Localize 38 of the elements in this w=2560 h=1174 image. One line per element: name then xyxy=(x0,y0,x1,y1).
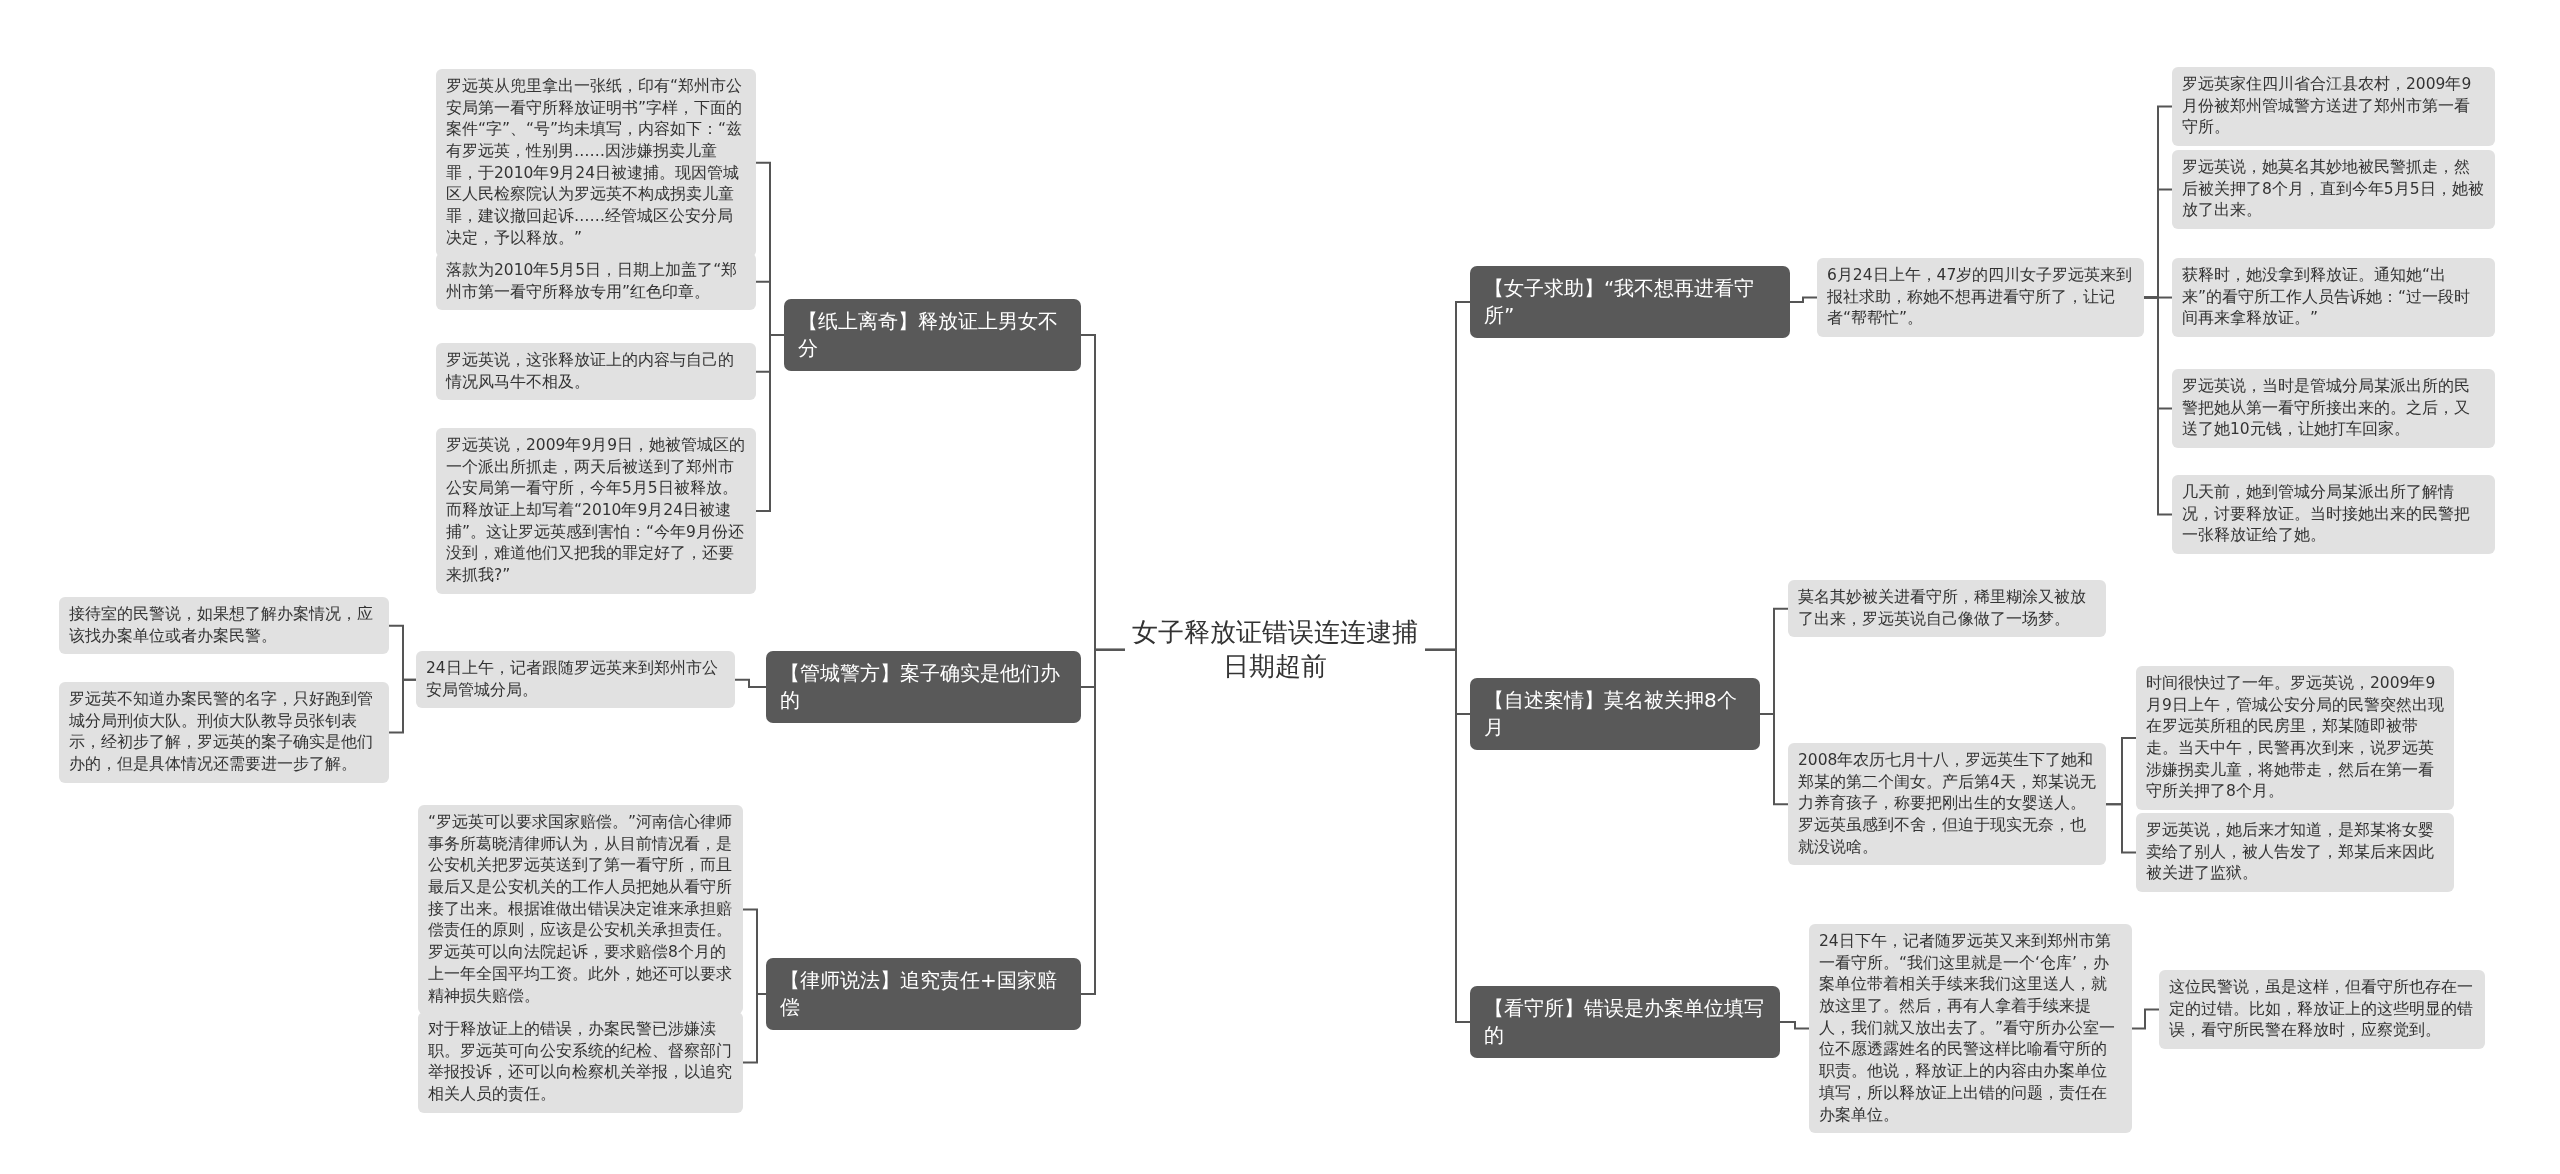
topic-box: 【看守所】错误是办案单位填写的 xyxy=(1470,986,1780,1058)
connector-line xyxy=(742,993,767,1064)
connector-line xyxy=(734,678,767,688)
connector-line xyxy=(1779,1021,1810,1030)
connector-line xyxy=(1789,296,1818,303)
note-box: 罗远英不知道办案民警的名字，只好跑到管城分局刑侦大队。刑侦大队教导员张钊表示，经初步了解，罗远英的案子确实是他们办的，但是具体情况还需要进一步了解。 xyxy=(59,682,389,783)
note-box: 时间很快过了一年。罗远英说，2009年9月9日上午，管城公安分局的民警突然出现在罗远英所租的民房里，郑某随即被带走。当天中午，民警再次到来，说罗远英涉嫌拐卖儿童，将她带走，然后在第一看守所关押了8个月。 xyxy=(2136,666,2454,811)
topic-box: 【管城警方】案子确实是他们办的 xyxy=(766,651,1081,723)
note-box: 2008年农历七月十八，罗远英生下了她和郑某的第二个闺女。产后第4天，郑某说无力养育孩子，称要把刚出生的女婴送人。罗远英虽感到不舍，但迫于现实无奈，也就没说啥。 xyxy=(1788,743,2106,866)
note-box: 莫名其妙被关进看守所，稀里糊涂又被放了出来，罗远英说自己像做了一场梦。 xyxy=(1788,580,2106,638)
note-box: 24日下午，记者随罗远英又来到郑州市第一看守所。“我们这里就是一个‘仓库’，办案单位带着相关手续来我们这里送人，就放这里了。然后，再有人拿着手续来提人，我们就又放出去了。”看守所办公室一位不愿透露姓名的民警这样比喻看守所的职责。他说，释放证上的内容由办案单位填写，所以释放证上出错的问题，责任在办案单位。 xyxy=(1809,924,2132,1134)
central-topic: 女子释放证错误连连逮捕日期超前 xyxy=(1125,612,1425,688)
topic-box: 【纸上离奇】释放证上男女不分 xyxy=(784,299,1081,371)
note-box: 接待室的民警说，如果想了解办案情况，应该找办案单位或者办案民警。 xyxy=(59,597,389,655)
connector-line xyxy=(1424,648,1471,1023)
note-box: “罗远英可以要求国家赔偿。”河南信心律师事务所葛晓清律师认为，从目前情况看，是公安机关把罗远英送到了第一看守所，而且最后又是公安机关的工作人员把她从看守所接了出来。根据谁做出错误决定谁来承担赔偿责任的原则，应该是公安机关承担责任。罗远英可以向法院起诉，要求赔偿8个月的上一年全国平均工资。此外，她还可以要求精神损失赔偿。 xyxy=(418,805,743,1015)
note-box: 罗远英说，这张释放证上的内容与自己的情况风马牛不相及。 xyxy=(436,343,756,401)
connector-line xyxy=(1080,648,1126,995)
note-box: 罗远英从兜里拿出一张纸，印有“郑州市公安局第一看守所释放证明书”字样，下面的案件“字”、“号”均未填写，内容如下：“兹有罗远英，性别男……因涉嫌拐卖儿童罪，于2010年9月24日被逮捕。现因管城区人民检察院认为罗远英不构成拐卖儿童罪，建议撤回起诉……经管城区公安分局决定，予以释放。” xyxy=(436,69,756,257)
note-box: 6月24日上午，47岁的四川女子罗远英来到报社求助，称她不想再进看守所了，让记者“帮帮忙”。 xyxy=(1817,258,2144,338)
note-box: 对于释放证上的错误，办案民警已涉嫌渎职。罗远英可向公安系统的纪检、督察部门举报投诉，还可以向检察机关举报，以追究相关人员的责任。 xyxy=(418,1012,743,1113)
note-box: 获释时，她没拿到释放证。通知她“出来”的看守所工作人员告诉她：“过一段时间再来拿释放证。” xyxy=(2172,258,2495,338)
note-box: 罗远英说，2009年9月9日，她被管城区的一个派出所抓走，两天后被送到了郑州市公安局第一看守所，今年5月5日被释放。而释放证上却写着“2010年9月24日被逮捕”。这让罗远英感到害怕：“今年9月份还没到，难道他们又把我的罪定好了，还要来抓我?” xyxy=(436,428,756,594)
note-box: 罗远英说，当时是管城分局某派出所的民警把她从第一看守所接出来的。之后，又送了她10元钱，让她打车回家。 xyxy=(2172,369,2495,449)
topic-box: 【女子求助】“我不想再进看守所” xyxy=(1470,266,1790,338)
note-box: 这位民警说，虽是这样，但看守所也存在一定的过错。比如，释放证上的这些明显的错误，看守所民警在释放时，应察觉到。 xyxy=(2159,970,2485,1050)
connector-line xyxy=(2105,803,2137,854)
note-box: 24日上午，记者跟随罗远英来到郑州市公安局管城分局。 xyxy=(416,651,735,709)
topic-box: 【自述案情】莫名被关押8个月 xyxy=(1470,678,1760,750)
note-box: 罗远英家住四川省合江县农村，2009年9月份被郑州管城警方送进了郑州市第一看守所。 xyxy=(2172,67,2495,147)
note-box: 罗远英说，她后来才知道，是郑某将女婴卖给了别人，被人告发了，郑某后来因此被关进了监狱。 xyxy=(2136,813,2454,893)
note-box: 落款为2010年5月5日，日期上加盖了“郑州市第一看守所释放专用”红色印章。 xyxy=(436,253,756,311)
note-box: 几天前，她到管城分局某派出所了解情况，讨要释放证。当时接她出来的民警把一张释放证给了她。 xyxy=(2172,475,2495,555)
connector-line xyxy=(2131,1008,2160,1030)
topic-box: 【律师说法】追究责任+国家赔偿 xyxy=(766,958,1081,1030)
note-box: 罗远英说，她莫名其妙地被民警抓走，然后被关押了8个月，直到今年5月5日，她被放了出来。 xyxy=(2172,150,2495,230)
connector-line xyxy=(388,678,417,734)
connector-line xyxy=(2143,296,2173,516)
